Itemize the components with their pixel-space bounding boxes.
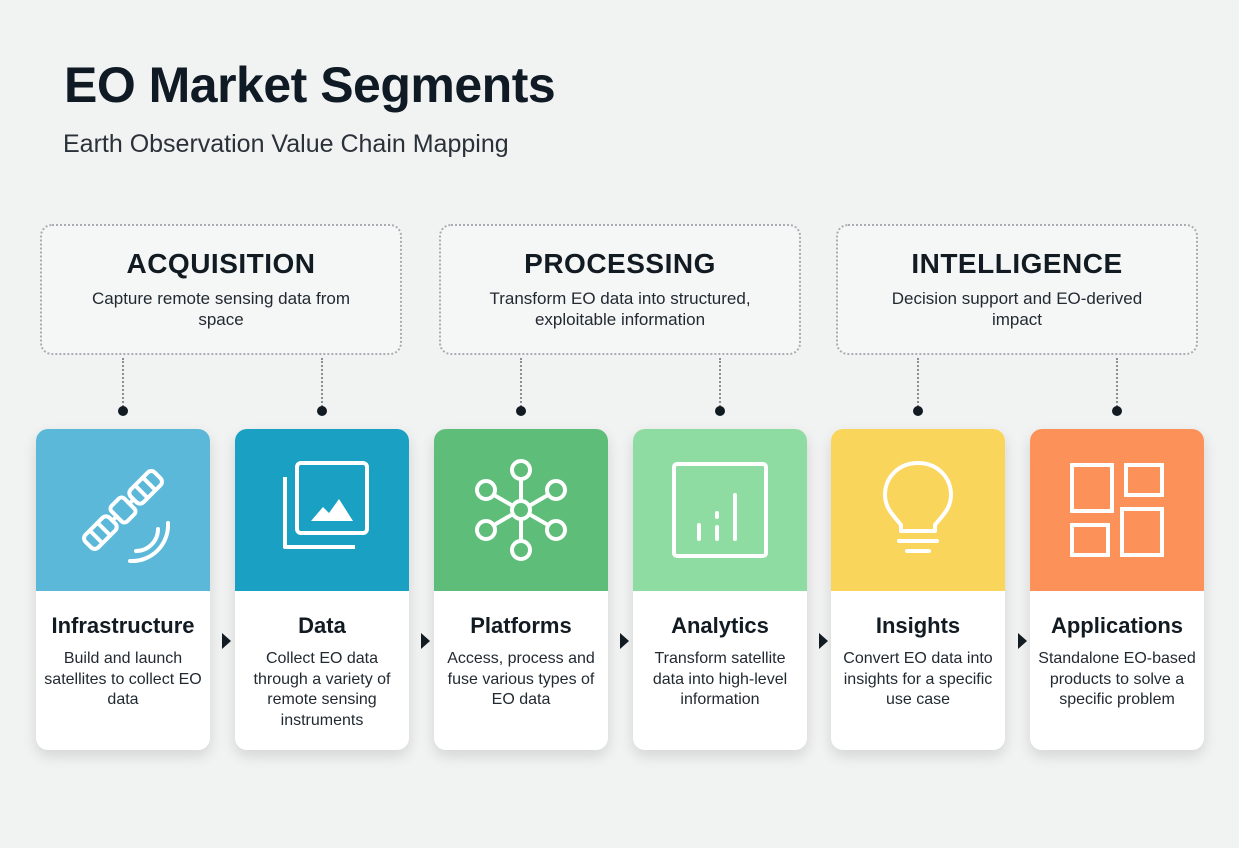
stage-title: INTELLIGENCE (911, 248, 1123, 279)
card-header (633, 429, 807, 591)
segment-description: Transform satellite data into high-level… (652, 650, 788, 708)
chevron-right-icon (421, 633, 430, 649)
chevron-right-icon (222, 633, 231, 649)
connector-line (719, 358, 721, 410)
segment-card-infrastructure: Infrastructure Build and launch satellit… (36, 429, 210, 750)
segment-card-insights: Insights Convert EO data into insights f… (831, 429, 1005, 750)
card-header (36, 429, 210, 591)
connector-line (321, 358, 323, 410)
lightbulb-icon (883, 461, 953, 553)
connector-dot (1112, 406, 1122, 416)
segment-title: Applications (1050, 613, 1183, 638)
segment-title: Analytics (671, 613, 769, 638)
chevron-right-icon (819, 633, 828, 649)
card-header (1030, 429, 1204, 591)
connector-line (1116, 358, 1118, 410)
segment-card-data: Data Collect EO data through a variety o… (235, 429, 409, 750)
segment-card-analytics: Analytics Transform satellite data into … (633, 429, 807, 750)
card-header (235, 429, 409, 591)
connector-dot (317, 406, 327, 416)
stage-description: Capture remote sensing data from space (92, 289, 350, 329)
image-gallery-icon (283, 461, 369, 549)
card-header (831, 429, 1005, 591)
connector-line (917, 358, 919, 410)
connector-dot (118, 406, 128, 416)
bar-chart-icon (672, 462, 768, 558)
connector-dot (913, 406, 923, 416)
stage-intelligence: INTELLIGENCE Decision support and EO-der… (836, 224, 1198, 355)
segment-card-platforms: Platforms Access, process and fuse vario… (434, 429, 608, 750)
segment-title: Platforms (470, 613, 572, 638)
connector-line (520, 358, 522, 410)
segment-description: Build and launch satellites to collect E… (44, 650, 202, 708)
connector-line (122, 358, 124, 410)
page-title: EO Market Segments (64, 57, 556, 113)
chevron-right-icon (620, 633, 629, 649)
card-header (434, 429, 608, 591)
stage-processing: PROCESSING Transform EO data into struct… (439, 224, 801, 355)
segment-description: Access, process and fuse various types o… (447, 650, 595, 708)
connector-dot (715, 406, 725, 416)
connector-dot (516, 406, 526, 416)
segment-title: Insights (875, 613, 961, 638)
stage-title: ACQUISITION (126, 248, 316, 279)
segment-description: Collect EO data through a variety of rem… (253, 650, 391, 729)
grid-icon (1070, 463, 1164, 557)
page-subtitle: Earth Observation Value Chain Mapping (63, 130, 509, 158)
satellite-icon (82, 469, 171, 564)
segment-description: Convert EO data into insights for a spec… (843, 650, 993, 708)
stage-title: PROCESSING (524, 248, 716, 279)
stage-description: Transform EO data into structured, explo… (489, 289, 751, 329)
segment-card-applications: Applications Standalone EO-based product… (1030, 429, 1204, 750)
segment-title: Infrastructure (51, 613, 195, 638)
network-icon (475, 459, 567, 561)
chevron-right-icon (1018, 633, 1027, 649)
segment-title: Data (298, 613, 346, 638)
stage-acquisition: ACQUISITION Capture remote sensing data … (40, 224, 402, 355)
segment-description: Standalone EO-based products to solve a … (1038, 650, 1196, 708)
stage-description: Decision support and EO-derived impact (891, 289, 1143, 329)
